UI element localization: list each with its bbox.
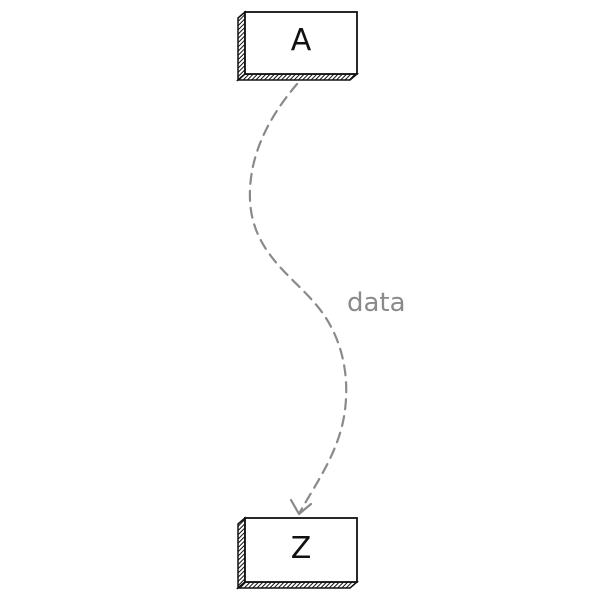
node-z[interactable]: Z [235, 516, 360, 590]
node-z-shadow-bottom [235, 581, 360, 589]
node-z-box [244, 517, 358, 583]
node-a-box [244, 11, 358, 75]
node-z-label: Z [291, 531, 312, 566]
node-a-shadow-left [237, 10, 246, 82]
node-a-shadow-bottom [235, 73, 360, 81]
edge-arrowhead [289, 498, 313, 516]
edge-a-to-z[interactable]: data [248, 82, 406, 516]
edge-label: data [347, 288, 406, 318]
node-z-shadow-left [237, 516, 246, 590]
node-a-label: A [291, 23, 312, 58]
edge-path [248, 82, 348, 514]
node-a[interactable]: A [235, 10, 360, 82]
